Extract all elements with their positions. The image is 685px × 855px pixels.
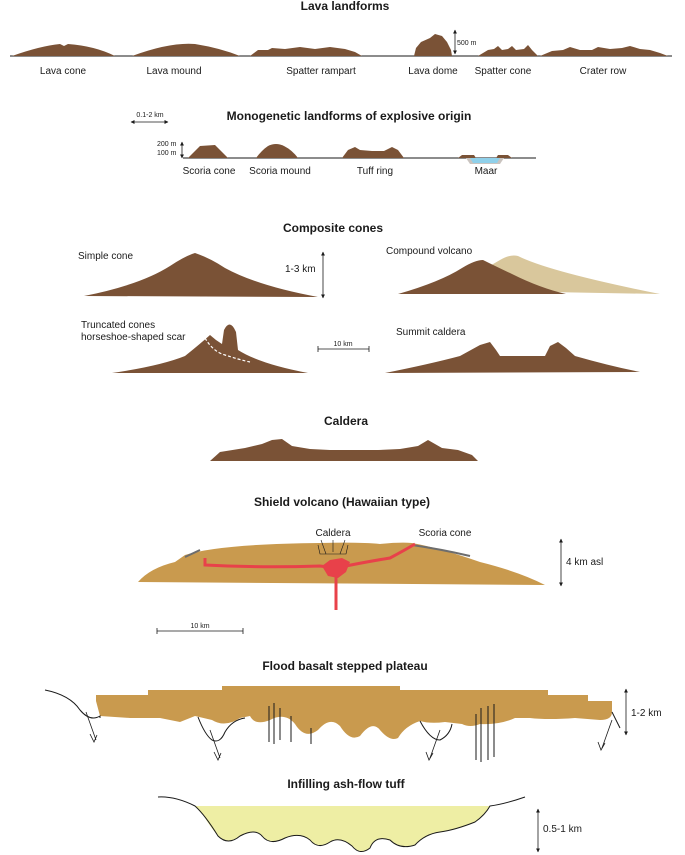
composite-cones: [84, 252, 660, 373]
ash-flow-tuff: [158, 797, 538, 852]
composite-scale-label: 10 km: [333, 341, 352, 348]
basalt-plateau: [96, 686, 612, 739]
mono-200m-label: 200 m: [157, 141, 176, 148]
tuff-height-label: 0.5-1 km: [543, 824, 582, 835]
monogenetic-landforms: [131, 122, 536, 164]
lava-landforms-title: Lava landforms: [301, 0, 390, 13]
tuff-fill: [195, 806, 490, 852]
summit-caldera-shape: [385, 342, 640, 373]
lava-mound-shape: [132, 44, 240, 56]
maar-water: [470, 158, 500, 163]
caldera-shape: [210, 439, 478, 461]
spatter-cone-label: Spatter cone: [475, 66, 532, 77]
lava-scale-label: 500 m: [457, 40, 476, 47]
shield-caldera-label: Caldera: [315, 528, 350, 539]
lava-dome-label: Lava dome: [408, 66, 457, 77]
flood-basalt: [45, 686, 626, 762]
caldera-title: Caldera: [324, 414, 368, 428]
lava-cone-shape: [12, 44, 115, 56]
spatter-rampart-shape: [250, 47, 362, 56]
composite-height-label: 1-3 km: [285, 264, 316, 275]
mono-width-scale-label: 0.1-2 km: [136, 112, 163, 119]
shield-scoria-cone-label: Scoria cone: [419, 528, 472, 539]
spatter-rampart-label: Spatter rampart: [286, 66, 355, 77]
flood-height-label: 1-2 km: [631, 708, 662, 719]
summit-caldera-label: Summit caldera: [396, 327, 465, 338]
scoria-cone-label: Scoria cone: [183, 166, 236, 177]
maar-rim-right: [496, 155, 512, 158]
truncated-cones-label: Truncated cones horseshoe-shaped scar: [81, 320, 191, 344]
simple-cone-label: Simple cone: [78, 251, 133, 262]
tuff-ring-shape: [342, 147, 404, 158]
maar-label: Maar: [475, 166, 498, 177]
scoria-cone-shape: [188, 145, 228, 158]
ash-flow-tuff-title: Infilling ash-flow tuff: [287, 777, 404, 791]
monogenetic-title: Monogenetic landforms of explosive origi…: [227, 109, 472, 123]
shield-volcano-title: Shield volcano (Hawaiian type): [254, 495, 430, 509]
lava-cone-label: Lava cone: [40, 66, 86, 77]
tuff-ring-label: Tuff ring: [357, 166, 393, 177]
compound-volcano-label: Compound volcano: [386, 246, 472, 257]
spatter-cone-shape: [478, 45, 538, 56]
shield-height-label: 4 km asl: [566, 557, 603, 568]
lava-dome-shape: [414, 34, 452, 56]
scoria-mound-shape: [256, 144, 298, 158]
flood-basalt-title: Flood basalt stepped plateau: [262, 659, 427, 673]
lava-landforms: [10, 30, 672, 56]
scoria-mound-label: Scoria mound: [249, 166, 311, 177]
caldera-section: [210, 439, 478, 461]
composite-cones-title: Composite cones: [283, 221, 383, 235]
crater-row-shape: [540, 46, 668, 56]
shield-scale-label: 10 km: [190, 623, 209, 630]
lava-mound-label: Lava mound: [146, 66, 201, 77]
crater-row-label: Crater row: [580, 66, 627, 77]
maar-rim-left: [458, 155, 476, 158]
mono-100m-label: 100 m: [157, 150, 176, 157]
shield-volcano: [138, 539, 561, 634]
